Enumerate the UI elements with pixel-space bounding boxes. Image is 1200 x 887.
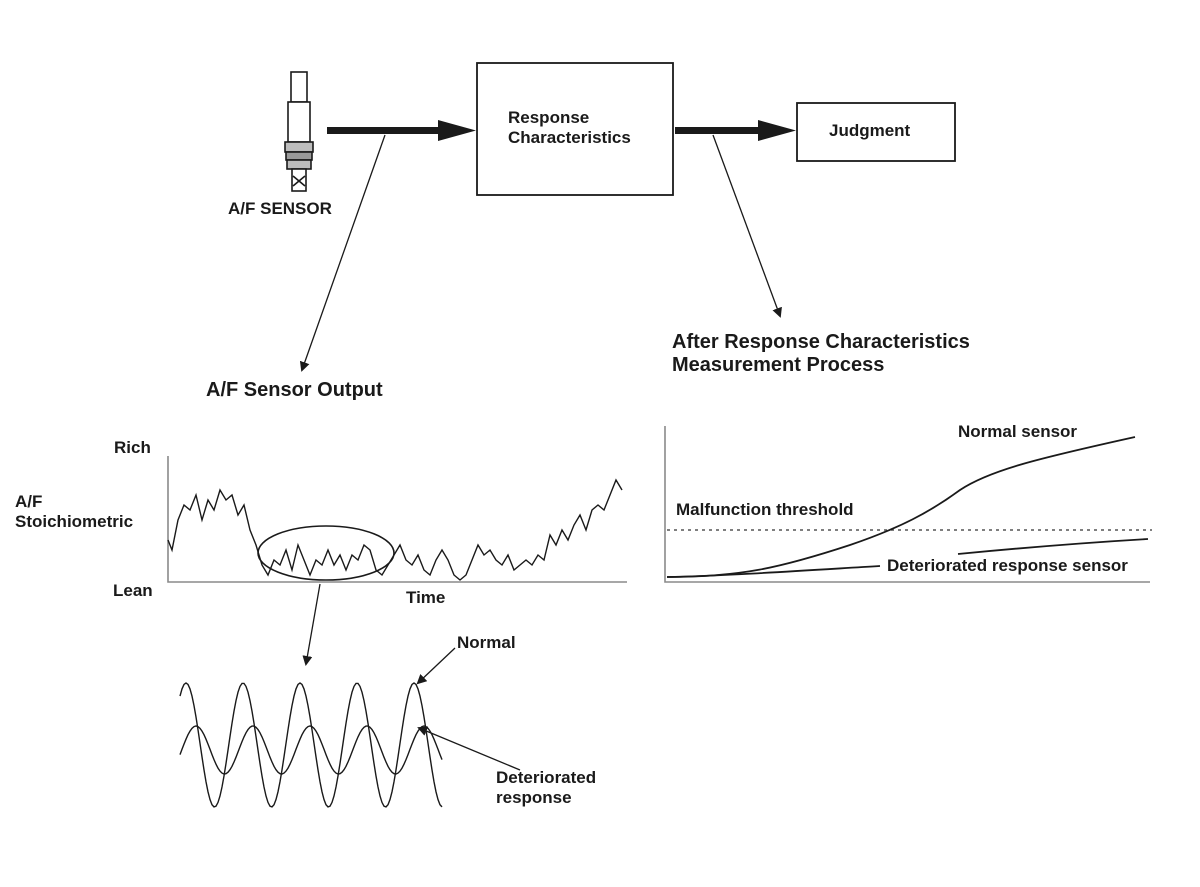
deteriorated-response-label: Deteriorated response <box>496 768 597 807</box>
deteriorated-sensor-curve-tail <box>957 538 1149 555</box>
response-characteristics-label: Response Characteristics <box>508 108 631 147</box>
flow-arrows <box>327 120 796 141</box>
leader-arrow-sensor-output <box>299 134 386 372</box>
af-output-signal <box>167 478 623 581</box>
lean-axis-label: Lean <box>113 581 153 600</box>
deteriorated-sensor-curve <box>666 565 881 578</box>
normal-waveform <box>179 682 443 808</box>
malfunction-threshold-label: Malfunction threshold <box>676 500 854 519</box>
deteriorated-waveform <box>179 725 443 775</box>
deteriorated-response-sensor-label: Deteriorated response sensor <box>887 556 1128 575</box>
normal-sensor-curve <box>666 436 1136 578</box>
judgment-label: Judgment <box>829 121 911 140</box>
right-chart-axes <box>664 426 1150 583</box>
normal-pointer-arrow <box>416 647 456 685</box>
af-sensor-label: A/F SENSOR <box>228 199 332 218</box>
left-chart-axes <box>167 456 627 583</box>
time-axis-label: Time <box>406 588 446 607</box>
response-characteristics-box <box>476 62 674 196</box>
zoom-leader-arrow <box>302 583 321 666</box>
judgment-box <box>796 102 956 162</box>
af-stoichiometric-label: A/F Stoichiometric <box>15 492 134 531</box>
af-sensor-output-heading: A/F Sensor Output <box>206 379 383 401</box>
zoom-region-ellipse <box>257 525 395 581</box>
deteriorated-pointer-arrow <box>417 726 521 771</box>
normal-sensor-label: Normal sensor <box>958 422 1078 441</box>
af-sensor-icon <box>284 71 314 192</box>
after-process-heading: After Response Characteristics Measureme… <box>672 331 970 376</box>
leader-arrow-after-process <box>712 134 782 318</box>
rich-axis-label: Rich <box>114 438 151 457</box>
normal-label: Normal <box>457 633 516 652</box>
